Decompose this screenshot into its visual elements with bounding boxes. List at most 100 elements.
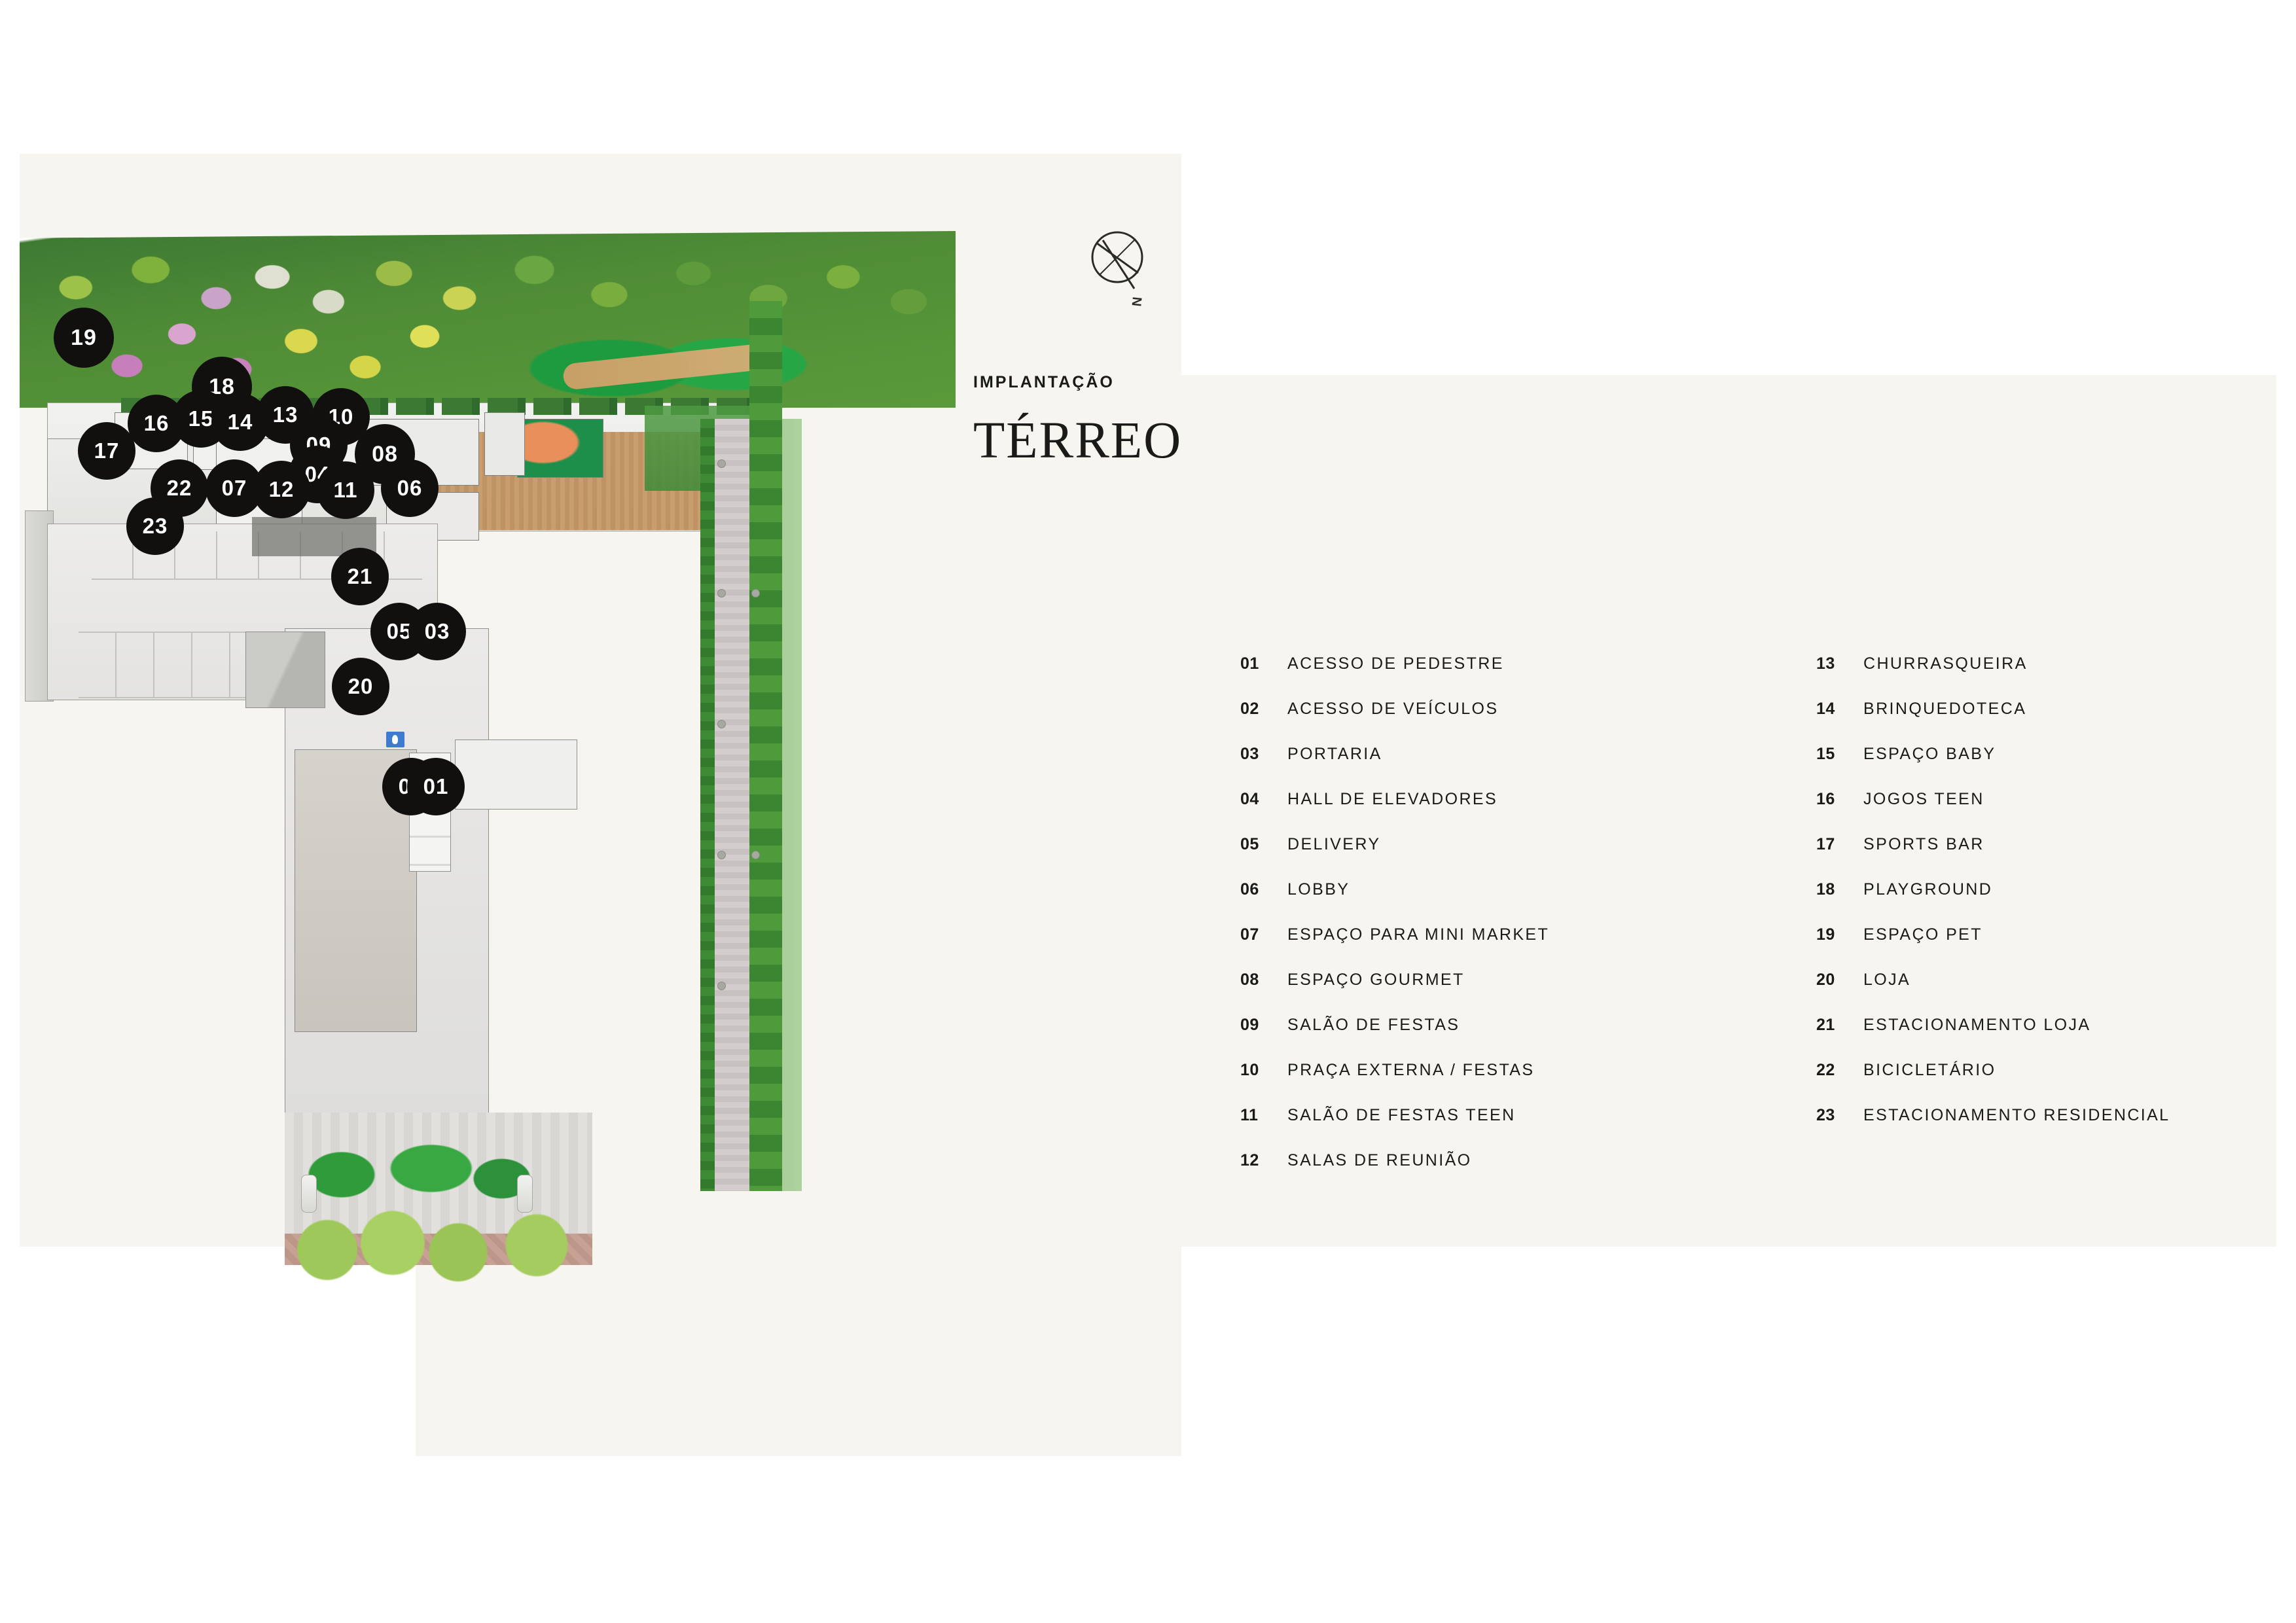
map-marker-19[interactable]: 19 [54,308,114,368]
page-kicker: IMPLANTAÇÃO [973,373,1115,391]
legend-item-19[interactable]: 19 ESPAÇO PET [1816,925,2170,971]
legend-item-number: 16 [1816,790,1835,808]
legend-item-number: 02 [1240,700,1259,718]
legend-item-01[interactable]: 01 ACESSO DE PEDESTRE [1240,654,1751,700]
legend-item-12[interactable]: 12 SALAS DE REUNIÃO [1240,1151,1751,1196]
legend-item-label: JOGOS TEEN [1863,790,1984,808]
room-elevator-core [484,412,525,476]
legend-item-number: 13 [1816,654,1835,673]
legend-item-08[interactable]: 08 ESPAÇO GOURMET [1240,971,1751,1016]
legend-item-number: 12 [1240,1151,1259,1169]
legend-item-number: 03 [1240,745,1259,763]
legend-item-number: 15 [1816,745,1835,763]
map-marker-17[interactable]: 17 [78,422,135,480]
legend-item-07[interactable]: 07 ESPAÇO PARA MINI MARKET [1240,925,1751,971]
legend-item-15[interactable]: 15 ESPAÇO BABY [1816,745,2170,790]
legend-item-02[interactable]: 02 ACESSO DE VEÍCULOS [1240,700,1751,745]
street-trees [281,1191,609,1309]
legend-item-number: 14 [1816,700,1835,718]
page-title: TÉRREO [973,412,1183,469]
north-compass-rose: N [1083,226,1155,311]
vehicle-ramp [245,632,325,708]
legend-item-number: 07 [1240,925,1259,944]
legend-item-number: 17 [1816,835,1835,853]
hedge-west [700,419,715,1191]
legend-item-label: SALÃO DE FESTAS [1287,1016,1460,1034]
legend-item-label: PRAÇA EXTERNA / FESTAS [1287,1061,1535,1079]
legend-item-number: 06 [1240,880,1259,899]
car-icon [517,1175,533,1213]
legend-item-label: ESTACIONAMENTO RESIDENCIAL [1863,1106,2170,1124]
legend-item-16[interactable]: 16 JOGOS TEEN [1816,790,2170,835]
legend-item-label: ESTACIONAMENTO LOJA [1863,1016,2091,1034]
pedestrian-walkway [713,419,749,1191]
map-marker-20[interactable]: 20 [332,658,389,715]
accessible-parking-icon [386,732,404,747]
legend-item-label: ACESSO DE PEDESTRE [1287,654,1504,673]
legend-item-label: SALÃO DE FESTAS TEEN [1287,1106,1516,1124]
panel-background-legend [1181,375,2276,1247]
legend-item-06[interactable]: 06 LOBBY [1240,880,1751,925]
legend-item-number: 18 [1816,880,1835,899]
map-marker-01[interactable]: 01 [407,758,465,815]
lamp-post-icon [751,589,760,597]
map-marker-12[interactable]: 12 [253,461,310,518]
legend-item-label: HALL DE ELEVADORES [1287,790,1498,808]
legend-item-label: ESPAÇO BABY [1863,745,1996,763]
svg-text:N: N [1129,296,1144,307]
legend-item-label: PORTARIA [1287,745,1382,763]
legend-item-number: 04 [1240,790,1259,808]
map-marker-21[interactable]: 21 [331,548,389,605]
legend-item-label: ESPAÇO PET [1863,925,1982,944]
legend-item-number: 10 [1240,1061,1259,1079]
legend-item-label: ESPAÇO PARA MINI MARKET [1287,925,1550,944]
delivery-room [455,740,577,810]
lamp-post-icon [717,720,726,728]
lamp-post-icon [717,851,726,859]
legend-item-03[interactable]: 03 PORTARIA [1240,745,1751,790]
map-marker-03[interactable]: 03 [408,603,466,660]
legend-item-label: ACESSO DE VEÍCULOS [1287,700,1499,718]
legend: 01 ACESSO DE PEDESTRE 02 ACESSO DE VEÍCULOS… [1240,654,2222,1196]
legend-item-number: 23 [1816,1106,1835,1124]
map-marker-23[interactable]: 23 [126,497,184,555]
legend-item-label: ESPAÇO GOURMET [1287,971,1465,989]
legend-item-04[interactable]: 04 HALL DE ELEVADORES [1240,790,1751,835]
legend-item-10[interactable]: 10 PRAÇA EXTERNA / FESTAS [1240,1061,1751,1106]
lamp-post-icon [717,589,726,597]
legend-item-number: 01 [1240,654,1259,673]
car-icon [301,1175,317,1213]
map-marker-06[interactable]: 06 [381,459,439,517]
legend-item-label: DELIVERY [1287,835,1381,853]
legend-item-number: 09 [1240,1016,1259,1034]
lamp-post-icon [751,851,760,859]
legend-item-label: BICICLETÁRIO [1863,1061,1996,1079]
hedge-east [749,301,782,1191]
legend-column-left: 01 ACESSO DE PEDESTRE 02 ACESSO DE VEÍCULOS… [1240,654,1751,1196]
map-marker-07[interactable]: 07 [206,459,263,517]
room-brinquedoteca [517,419,603,478]
lamp-post-icon [717,459,726,468]
legend-item-number: 08 [1240,971,1259,989]
legend-item-14[interactable]: 14 BRINQUEDOTECA [1816,700,2170,745]
legend-item-number: 19 [1816,925,1835,944]
legend-item-09[interactable]: 09 SALÃO DE FESTAS [1240,1016,1751,1061]
legend-item-22[interactable]: 22 BICICLETÁRIO [1816,1061,2170,1106]
legend-item-label: BRINQUEDOTECA [1863,700,2027,718]
legend-item-23[interactable]: 23 ESTACIONAMENTO RESIDENCIAL [1816,1106,2170,1151]
legend-item-number: 22 [1816,1061,1835,1079]
legend-item-label: LOBBY [1287,880,1350,899]
map-marker-11[interactable]: 11 [317,461,374,519]
legend-item-label: SALAS DE REUNIÃO [1287,1151,1472,1169]
lamp-post-icon [717,982,726,990]
